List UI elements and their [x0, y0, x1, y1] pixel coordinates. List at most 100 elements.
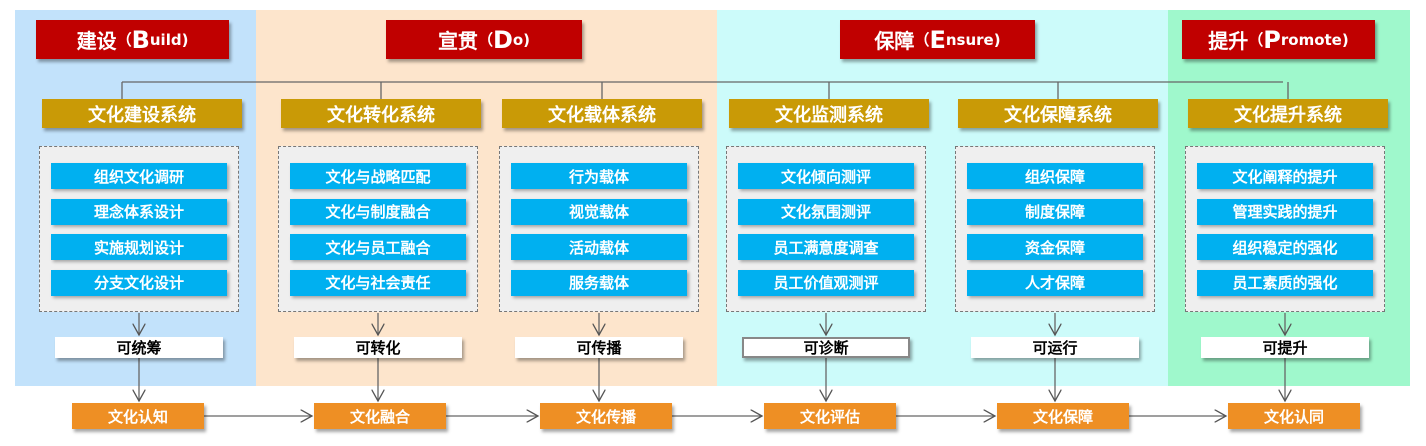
text: 文化认知 [107, 407, 168, 426]
text: 文化认同 [1263, 407, 1324, 426]
system-item: 组织稳定的强化 [1197, 234, 1373, 260]
text: 文化与社会责任 [325, 274, 431, 292]
text: 提升 [1208, 29, 1249, 53]
system-item: 员工满意度调查 [738, 234, 914, 260]
text: 实施规划设计 [93, 238, 184, 257]
text: 文化传播 [575, 407, 636, 426]
text: 视觉载体 [568, 203, 629, 221]
text: 文化与战略匹配 [325, 167, 431, 186]
system-item: 实施规划设计 [51, 234, 227, 260]
system-box: 文化转化系统 [281, 99, 481, 128]
system-item: 行为载体 [511, 163, 687, 189]
text: 服务载体 [568, 274, 629, 292]
text: 行为载体 [568, 167, 629, 186]
system-item: 员工素质的强化 [1197, 269, 1373, 296]
text: 文化提升系统 [1234, 104, 1342, 126]
text: romote) [1280, 30, 1349, 49]
text: 分支文化设计 [93, 274, 184, 292]
system-item: 理念体系设计 [51, 198, 227, 225]
system-item: 文化氛围测评 [738, 198, 914, 225]
text: 组织稳定的强化 [1232, 238, 1338, 257]
text: uild) [149, 30, 189, 49]
system-box: 文化监测系统 [729, 99, 929, 128]
text: 可传播 [576, 339, 622, 357]
outcome-box: 文化评估 [764, 403, 896, 429]
text: nsure) [945, 30, 1001, 49]
text: P [1263, 25, 1281, 54]
text: 文化评估 [799, 407, 860, 426]
system-item: 组织保障 [967, 163, 1143, 189]
text: 组织文化调研 [93, 167, 184, 186]
system-item: 文化阐释的提升 [1197, 163, 1373, 189]
system-box: 文化载体系统 [502, 99, 702, 128]
system-item: 文化与战略匹配 [290, 163, 466, 189]
capability-label: 可诊断 [742, 337, 910, 358]
text: 可提升 [1262, 339, 1308, 357]
capability-label: 可提升 [1201, 337, 1369, 358]
text: 文化监测系统 [775, 104, 883, 126]
text: 文化保障系统 [1004, 104, 1112, 126]
system-item: 制度保障 [967, 198, 1143, 225]
system-item: 文化与社会责任 [290, 269, 466, 296]
text: 可运行 [1032, 339, 1078, 357]
text: （ [914, 31, 930, 49]
system-item: 文化倾向测评 [738, 163, 914, 189]
text: 可诊断 [803, 339, 849, 357]
text: E [929, 25, 946, 54]
capability-label: 可传播 [515, 337, 683, 358]
text: 文化氛围测评 [780, 203, 871, 221]
capability-label: 可运行 [971, 337, 1139, 358]
text: 文化保障 [1032, 407, 1093, 426]
system-item: 管理实践的提升 [1197, 198, 1373, 225]
text: 建设 [76, 29, 117, 53]
text: 文化阐释的提升 [1232, 167, 1338, 186]
text: （ [116, 31, 132, 49]
text: 管理实践的提升 [1232, 203, 1338, 221]
text: 制度保障 [1024, 203, 1085, 221]
text: B [131, 25, 150, 54]
text: 文化建设系统 [88, 104, 196, 126]
text: 员工满意度调查 [773, 238, 879, 257]
outcome-box: 文化认同 [1228, 403, 1360, 429]
text: 保障 [874, 29, 915, 53]
system-item: 人才保障 [967, 269, 1143, 296]
system-item: 文化与员工融合 [290, 234, 466, 260]
outcome-box: 文化传播 [540, 403, 672, 429]
text: 文化融合 [349, 407, 410, 426]
system-box: 文化保障系统 [958, 99, 1158, 128]
text: 文化倾向测评 [780, 167, 871, 186]
text: 活动载体 [568, 238, 629, 257]
text: 文化与员工融合 [325, 238, 431, 257]
outcome-box: 文化融合 [314, 403, 446, 429]
outcome-box: 文化认知 [72, 403, 204, 429]
system-item: 服务载体 [511, 269, 687, 296]
text: 理念体系设计 [93, 203, 184, 221]
system-item: 员工价值观测评 [738, 269, 914, 296]
system-item: 组织文化调研 [51, 163, 227, 189]
system-item: 资金保障 [967, 234, 1143, 260]
outcome-box: 文化保障 [997, 403, 1129, 429]
system-item: 文化与制度融合 [290, 198, 466, 225]
text: D [492, 25, 513, 54]
text: 可转化 [355, 339, 401, 357]
capability-label: 可统筹 [55, 337, 223, 358]
text: （ [477, 31, 493, 49]
text: 人才保障 [1024, 274, 1085, 292]
system-item: 活动载体 [511, 234, 687, 260]
text: 文化与制度融合 [325, 203, 431, 221]
text: 文化载体系统 [548, 104, 656, 126]
system-item: 视觉载体 [511, 198, 687, 225]
system-box: 文化提升系统 [1188, 99, 1388, 128]
text: o) [512, 30, 531, 49]
system-item: 分支文化设计 [51, 269, 227, 296]
text: 资金保障 [1024, 238, 1085, 257]
capability-label: 可转化 [294, 337, 462, 358]
text: 员工价值观测评 [773, 274, 879, 292]
system-box: 文化建设系统 [42, 99, 242, 128]
text: 组织保障 [1024, 167, 1085, 186]
text: 员工素质的强化 [1232, 274, 1338, 292]
